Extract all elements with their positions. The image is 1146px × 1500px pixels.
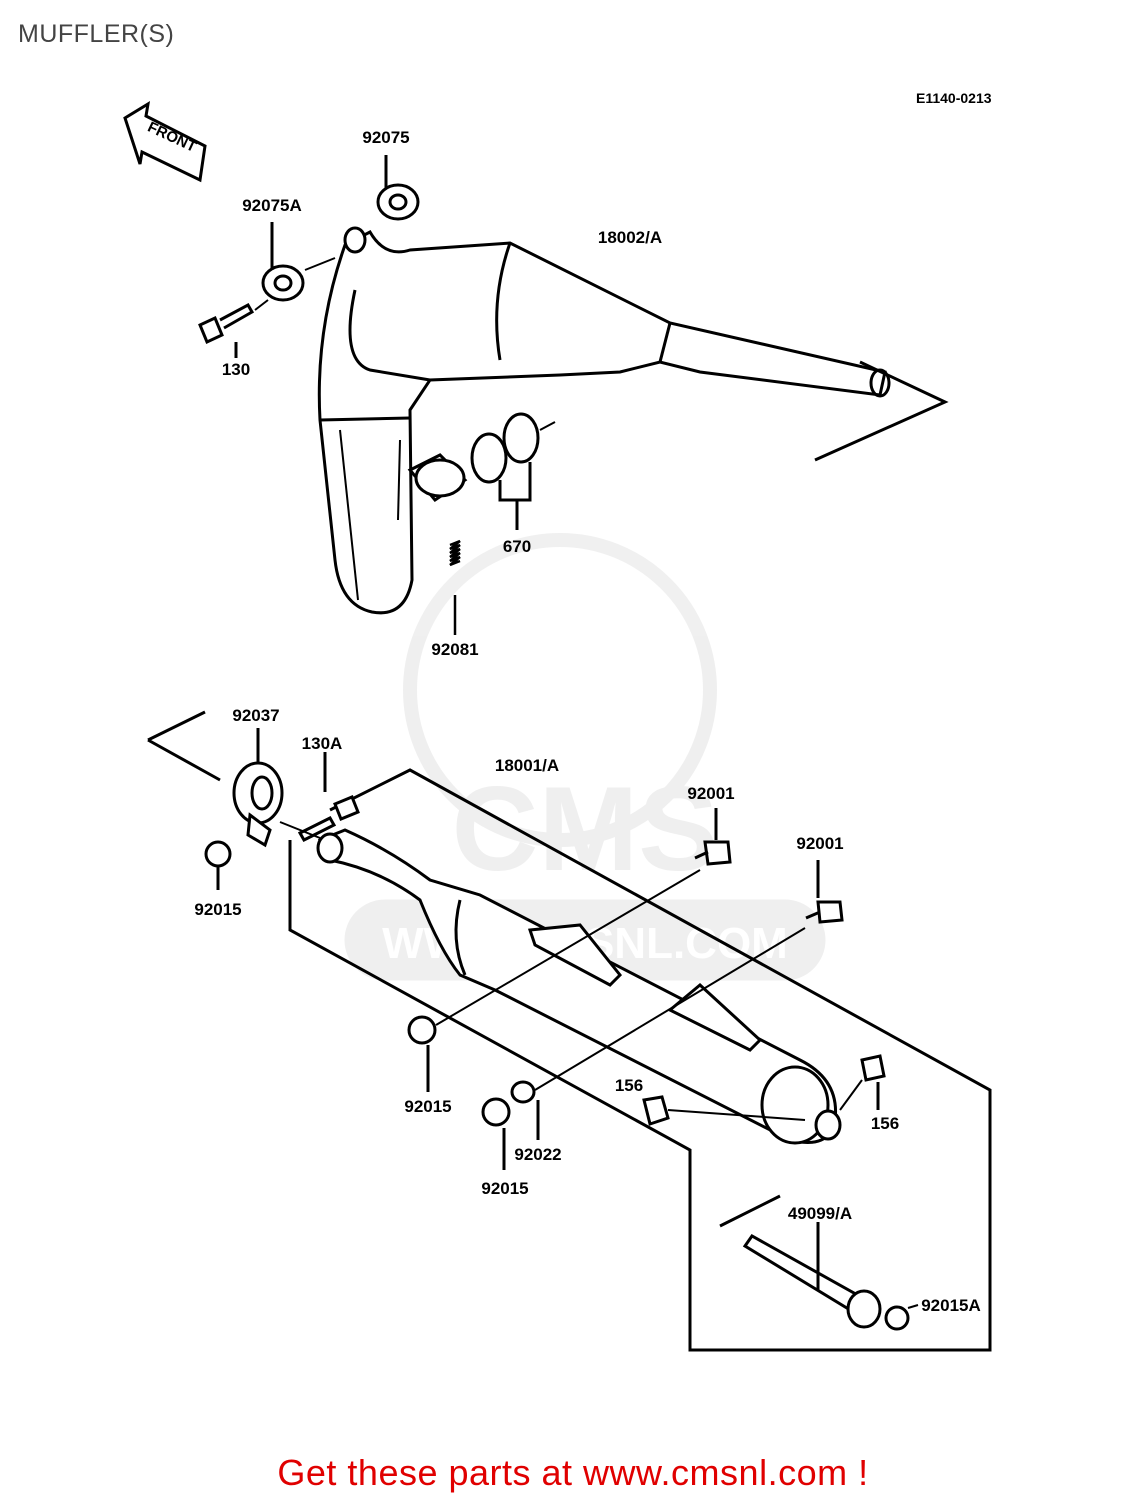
cta-link[interactable]: Get these parts at www.cmsnl.com !: [277, 1452, 869, 1493]
part-label-92022[interactable]: 92022: [514, 1145, 562, 1164]
part-label-92015-clamp[interactable]: 92015: [194, 900, 242, 919]
part-label-92075a[interactable]: 92075A: [242, 196, 302, 215]
part-label-92015a[interactable]: 92015A: [921, 1296, 981, 1315]
part-label-92001-upper[interactable]: 92001: [687, 784, 735, 803]
end-cap-bolts: [642, 1054, 886, 1126]
part-label-49099a[interactable]: 49099/A: [787, 1204, 853, 1223]
part-label-130a[interactable]: 130A: [301, 734, 343, 753]
silencer-mount-hardware: [407, 808, 844, 1170]
silencer: [316, 828, 842, 1145]
part-label-92075[interactable]: 92075: [362, 128, 410, 147]
spring: [449, 539, 461, 635]
part-label-92015-lower[interactable]: 92015: [481, 1179, 529, 1198]
watermark-logo-text: CMS: [452, 762, 719, 896]
tail-pipe: [719, 1194, 919, 1331]
expansion-chamber: [317, 230, 891, 615]
page-title: MUFFLER(S): [18, 20, 175, 48]
part-label-92015-mid[interactable]: 92015: [404, 1097, 452, 1116]
part-label-18002a[interactable]: 18002/A: [597, 228, 663, 247]
part-label-156-left[interactable]: 156: [614, 1076, 644, 1095]
part-label-156-right[interactable]: 156: [870, 1114, 900, 1133]
part-label-130[interactable]: 130: [221, 360, 251, 379]
chamber-mount-hardware: [198, 155, 420, 358]
clamp-hardware: [204, 728, 360, 890]
front-direction-arrow: FRONT: [123, 101, 207, 183]
part-label-92001-lower[interactable]: 92001: [796, 834, 844, 853]
watermark: CMS WWW.CMSNL.COM: [344, 533, 826, 981]
part-label-92037[interactable]: 92037: [232, 706, 280, 725]
gaskets: [407, 412, 556, 530]
diagram-reference: E1140-0213: [916, 90, 992, 106]
part-label-670[interactable]: 670: [502, 537, 532, 556]
part-label-18001a[interactable]: 18001/A: [494, 756, 560, 775]
part-label-92081[interactable]: 92081: [431, 640, 479, 659]
silencer-callout-frame: [147, 360, 992, 1352]
